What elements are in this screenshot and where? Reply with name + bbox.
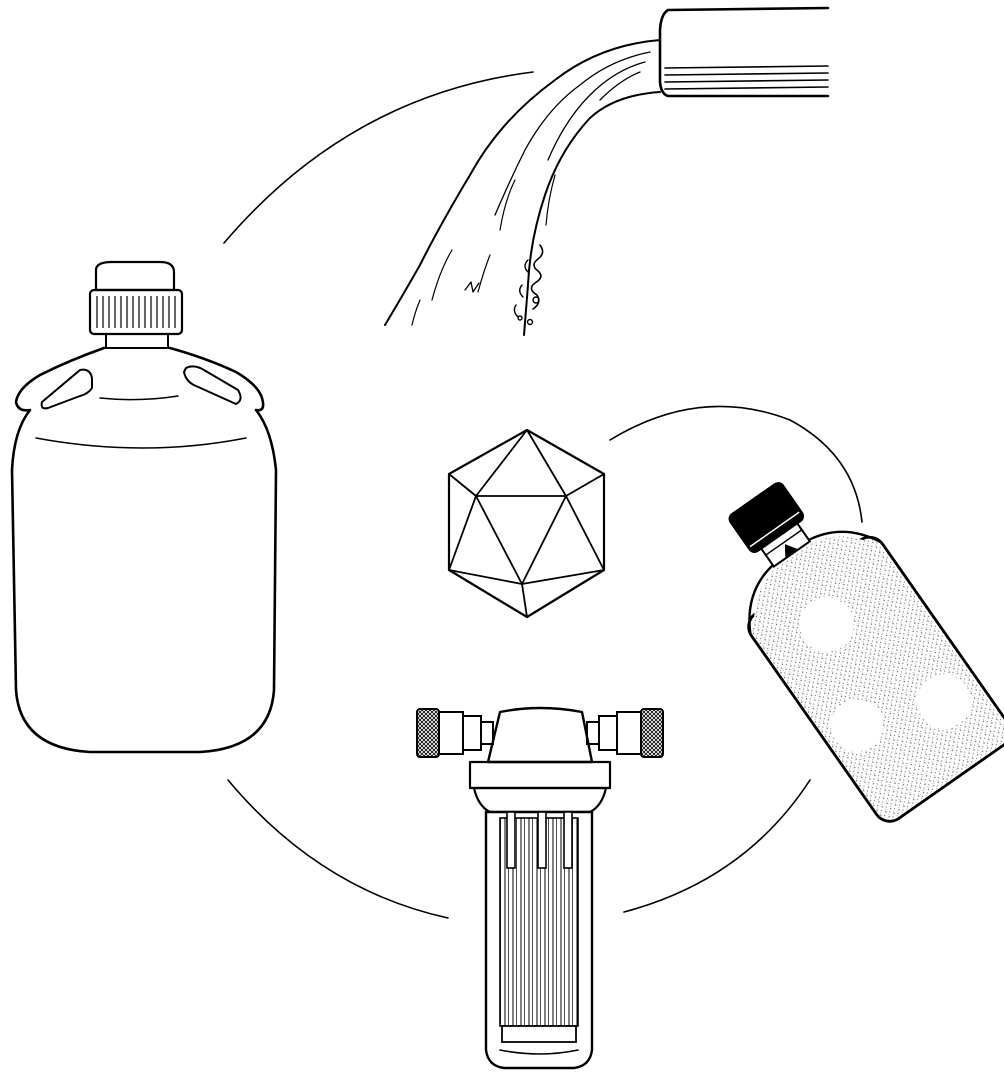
- arc-virus-to-bottle: [610, 406, 862, 522]
- arc-bottle-to-filter: [624, 780, 810, 912]
- carboy-jug-icon: [12, 262, 276, 752]
- arc-filter-to-carboy: [228, 780, 448, 918]
- icosahedron-icon: [449, 430, 604, 617]
- pipe-pouring-water-icon: [385, 8, 828, 335]
- capped-bottle-icon: [688, 453, 1004, 827]
- water-filter-housing-icon: [417, 708, 663, 1068]
- arc-carboy-to-pipe: [224, 72, 533, 243]
